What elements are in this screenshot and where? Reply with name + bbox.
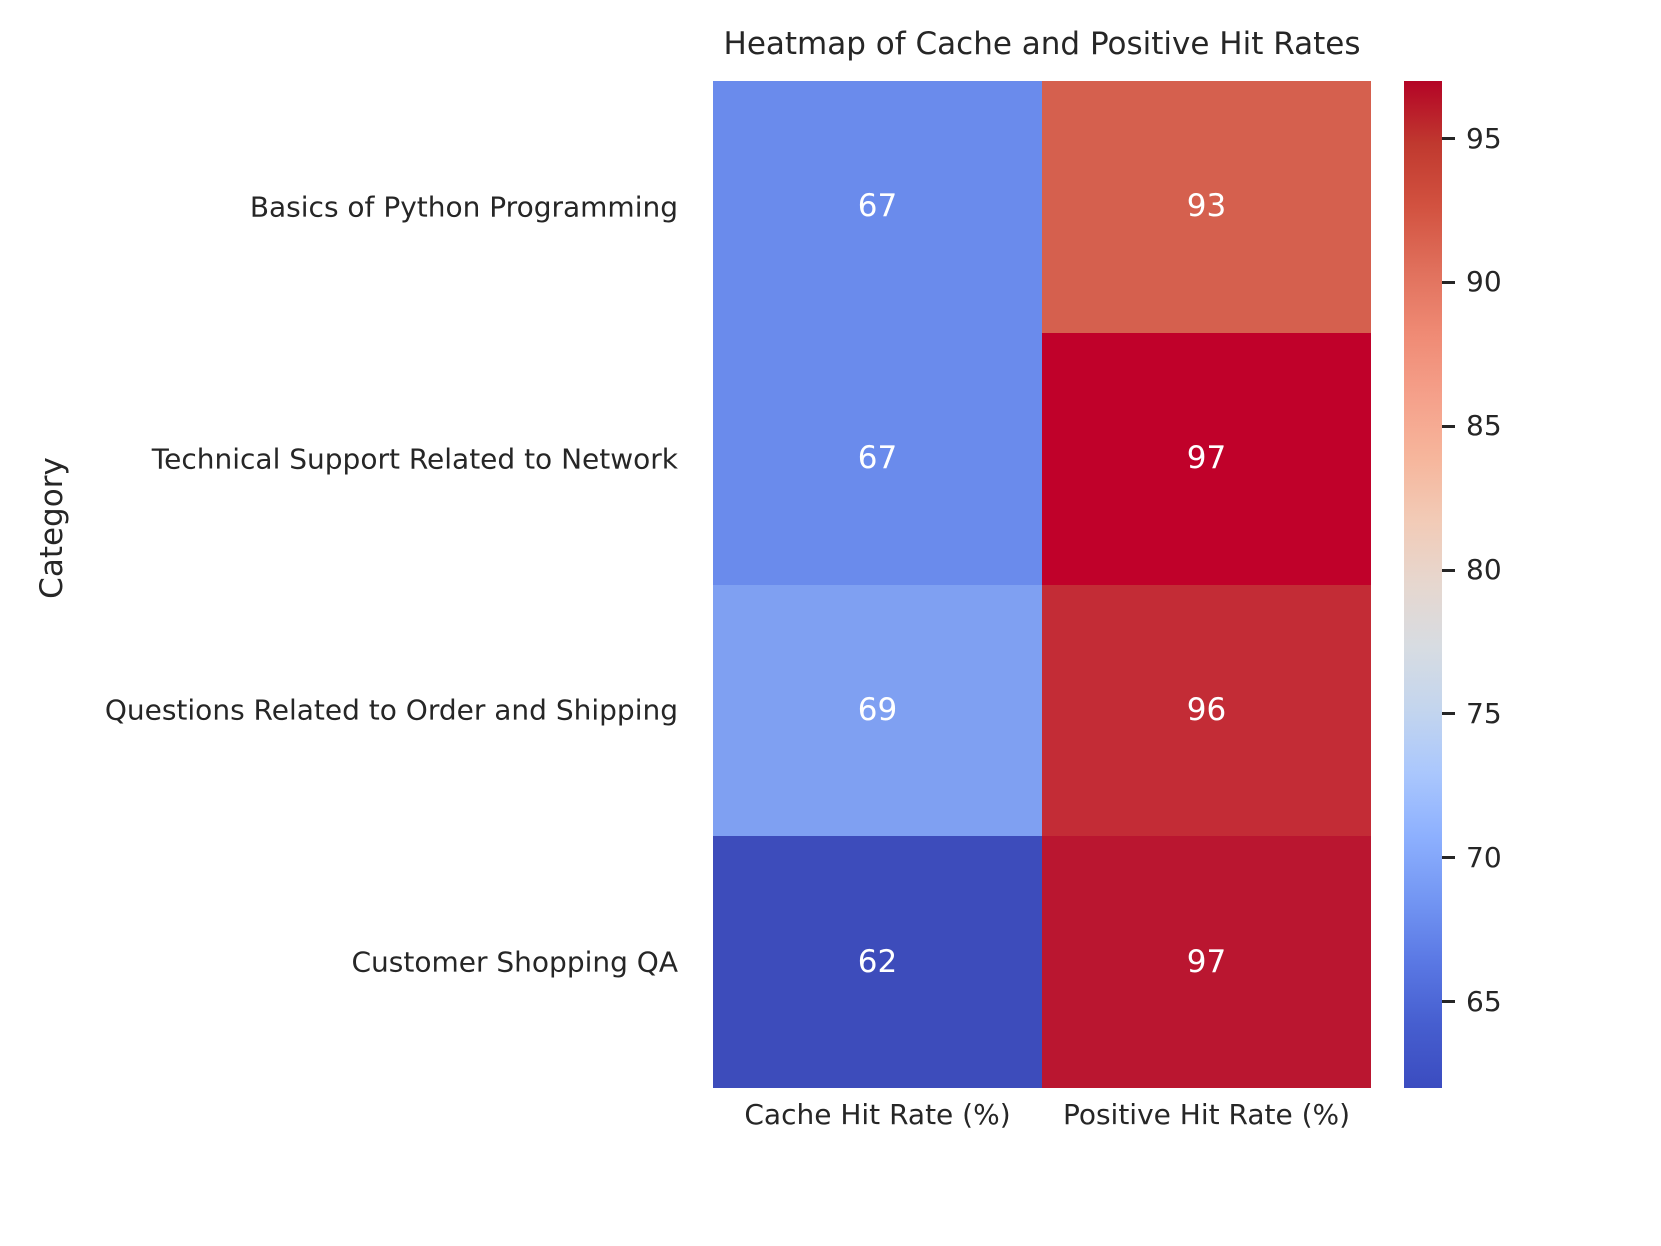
colorbar-tick: 75 (1442, 696, 1502, 730)
colorbar-tick-mark (1442, 280, 1455, 284)
heatmap-cell-value: 96 (1186, 691, 1227, 728)
colorbar-tick-label: 75 (1466, 696, 1502, 730)
colorbar-tick-label: 85 (1466, 409, 1502, 443)
heatmap-cell: 96 (1042, 584, 1371, 837)
heatmap-grid: 67 93 67 97 69 96 62 97 (713, 81, 1371, 1088)
colorbar-tick-mark (1442, 856, 1455, 860)
colorbar: 95 90 85 80 75 70 65 (1404, 81, 1502, 1088)
heatmap-cell-value: 97 (1186, 943, 1227, 980)
colorbar-tick-mark (1442, 568, 1455, 572)
colorbar-tick-mark (1442, 137, 1455, 141)
heatmap-cell-value: 67 (857, 440, 898, 477)
y-axis-tick-label: Questions Related to Order and Shipping (104, 693, 678, 727)
heatmap-cell-value: 67 (857, 188, 898, 225)
colorbar-tick-label: 95 (1466, 121, 1502, 155)
colorbar-tick-mark (1442, 424, 1455, 428)
colorbar-tick-label: 90 (1466, 265, 1502, 299)
colorbar-tick-label: 70 (1466, 840, 1502, 874)
heatmap-cell-value: 93 (1186, 188, 1227, 225)
colorbar-gradient (1404, 81, 1442, 1088)
heatmap-cell: 67 (713, 332, 1042, 585)
y-axis-tick-label: Technical Support Related to Network (151, 442, 678, 476)
heatmap-cell: 97 (1042, 836, 1371, 1088)
heatmap-cell: 93 (1042, 81, 1371, 333)
heatmap-cell-value: 97 (1186, 440, 1227, 477)
heatmap-cell: 97 (1042, 332, 1371, 585)
heatmap-cell-value: 69 (857, 691, 898, 728)
colorbar-tick: 70 (1442, 840, 1502, 874)
colorbar-tick-labels: 95 90 85 80 75 70 65 (1442, 81, 1642, 1088)
x-axis-tick-label: Positive Hit Rate (%) (1062, 1098, 1351, 1131)
heatmap-cell-value: 62 (857, 943, 898, 980)
colorbar-tick: 90 (1442, 265, 1502, 299)
colorbar-tick: 95 (1442, 121, 1502, 155)
colorbar-tick-mark (1442, 1000, 1455, 1004)
chart-title: Heatmap of Cache and Positive Hit Rates (723, 26, 1361, 62)
colorbar-tick-label: 80 (1466, 553, 1502, 587)
heatmap-cell: 67 (713, 81, 1042, 333)
x-axis-tick-label: Cache Hit Rate (%) (744, 1098, 1011, 1131)
colorbar-tick-label: 65 (1466, 984, 1502, 1018)
heatmap-cell: 62 (713, 836, 1042, 1088)
x-axis-tick-labels: Cache Hit Rate (%) Positive Hit Rate (%) (713, 1098, 1371, 1131)
colorbar-tick: 85 (1442, 409, 1502, 443)
colorbar-tick-mark (1442, 712, 1455, 716)
y-axis-tick-label: Customer Shopping QA (351, 945, 679, 979)
y-axis-tick-label: Basics of Python Programming (249, 190, 678, 224)
heatmap-cell: 69 (713, 584, 1042, 837)
colorbar-tick: 80 (1442, 553, 1502, 587)
colorbar-tick: 65 (1442, 984, 1502, 1018)
